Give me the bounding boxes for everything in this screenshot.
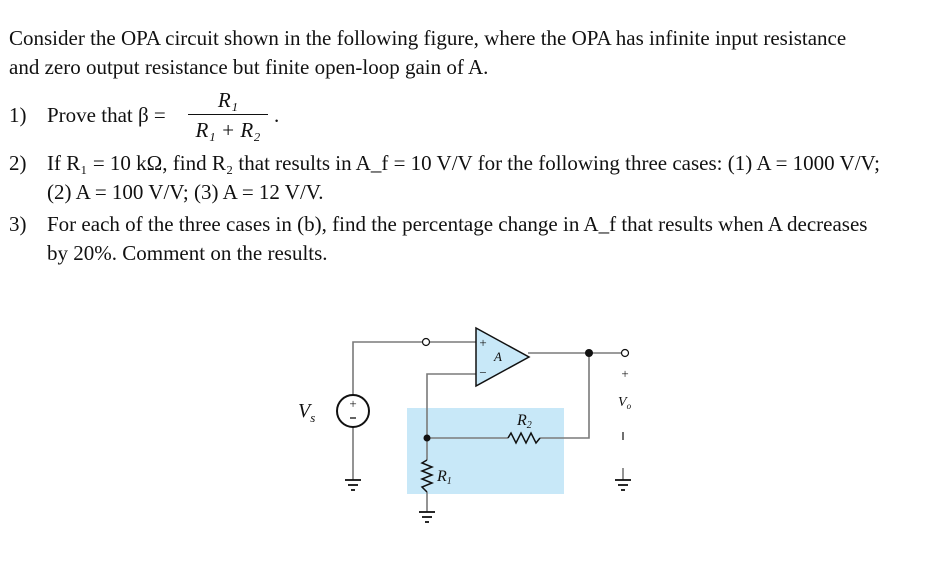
fraction-numerator: R₁ xyxy=(217,88,239,112)
source-plus-sign: + xyxy=(349,396,356,411)
output-voltage-label: Vo xyxy=(618,395,632,411)
question-3-line-2: by 20%. Comment on the results. xyxy=(47,241,328,265)
opamp-plus-input: + xyxy=(479,335,486,350)
r2-zigzag xyxy=(507,431,541,445)
question-1-number: 1) xyxy=(9,103,27,127)
ground-icon-source xyxy=(345,479,361,491)
ground-icon-output xyxy=(615,479,631,491)
output-node-dot xyxy=(585,349,593,357)
opamp-triangle xyxy=(475,326,531,388)
question-1: 1) Prove that β = R₁ R₁ + R₂ . xyxy=(9,85,921,149)
intro-line-1: Consider the OPA circuit shown in the fo… xyxy=(9,26,847,50)
question-2-number: 2) xyxy=(9,151,27,175)
question-3: 3) For each of the three cases in (b), f… xyxy=(9,210,921,268)
nodes xyxy=(421,337,630,442)
input-terminal xyxy=(421,337,431,347)
question-1-prefix: Prove that β = xyxy=(47,103,166,127)
output-terminal xyxy=(620,348,630,358)
wire-feedback-right xyxy=(540,353,590,439)
question-1-period: . xyxy=(274,103,280,127)
fraction-bar xyxy=(188,114,268,115)
circuit-wires xyxy=(352,341,624,512)
question-2-line-2: (2) A = 100 V/V; (3) A = 12 V/V. xyxy=(47,180,324,204)
opamp-gain-label: A xyxy=(493,349,502,364)
feedback-network-box xyxy=(407,408,564,494)
question-2: 2) If R₁ = 10 kΩ, find R₂ that results i… xyxy=(9,149,921,207)
source-label: Vs xyxy=(298,400,315,425)
feedback-junction-dot xyxy=(423,434,431,442)
fraction-denominator: R₁ + R₂ xyxy=(195,118,261,142)
ground-icon-r1 xyxy=(419,511,435,523)
source-circle xyxy=(336,394,370,428)
wire-minus-to-junction xyxy=(426,373,476,438)
problem-statement: Consider the OPA circuit shown in the fo… xyxy=(9,24,921,268)
ground-symbols xyxy=(345,479,631,523)
intro-line-2: and zero output resistance but finite op… xyxy=(9,55,489,79)
wire-source-to-plus xyxy=(352,341,424,395)
output-plus-sign: + xyxy=(621,366,628,381)
source-vs: + Vs xyxy=(298,394,370,428)
opamp: + − A xyxy=(475,326,531,388)
question-3-number: 3) xyxy=(9,212,27,236)
beta-fraction: R₁ R₁ + R₂ xyxy=(186,85,270,144)
question-3-line-1: For each of the three cases in (b), find… xyxy=(47,212,868,236)
output-voltage-labels: + Vo xyxy=(618,366,632,440)
r1-zigzag xyxy=(419,459,435,493)
question-2-line-1: If R₁ = 10 kΩ, find R₂ that results in A… xyxy=(47,151,880,175)
opamp-minus-input: − xyxy=(479,365,486,380)
